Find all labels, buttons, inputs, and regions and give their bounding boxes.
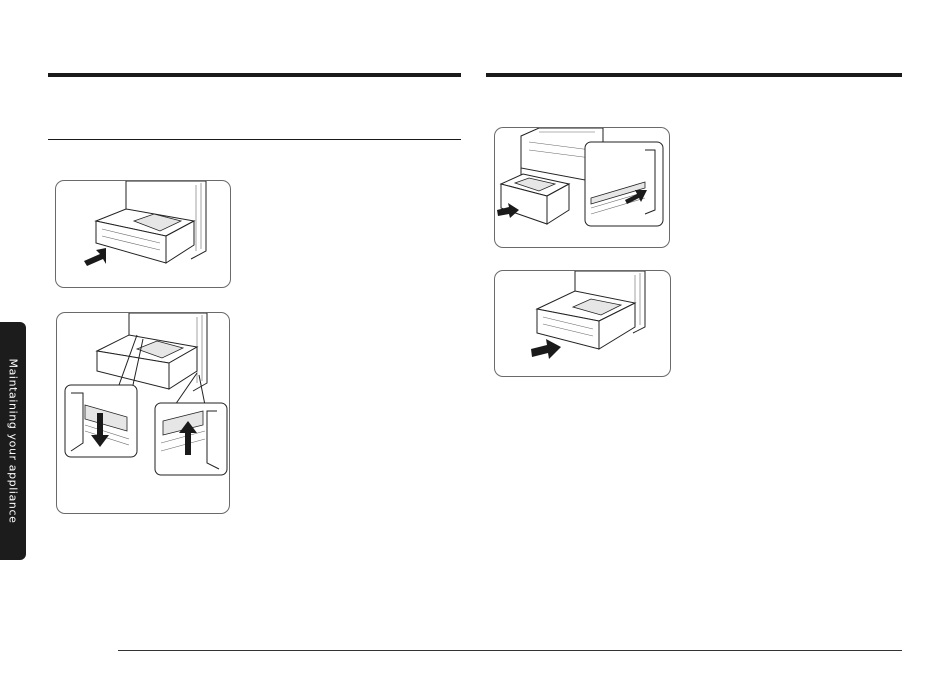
- section-side-tab: Maintaining your appliance: [0, 322, 26, 560]
- left-column-header-rule: [48, 73, 461, 77]
- drawer-rail-align-illustration: [494, 127, 670, 248]
- footer-rule: [118, 650, 902, 651]
- section-side-tab-label: Maintaining your appliance: [7, 358, 20, 523]
- drawer-pull-out-illustration: [55, 180, 231, 288]
- drawer-push-in-illustration: [494, 270, 671, 377]
- left-column-divider: [48, 139, 461, 140]
- drawer-release-tabs-illustration: [56, 312, 230, 514]
- right-column-header-rule: [486, 73, 902, 77]
